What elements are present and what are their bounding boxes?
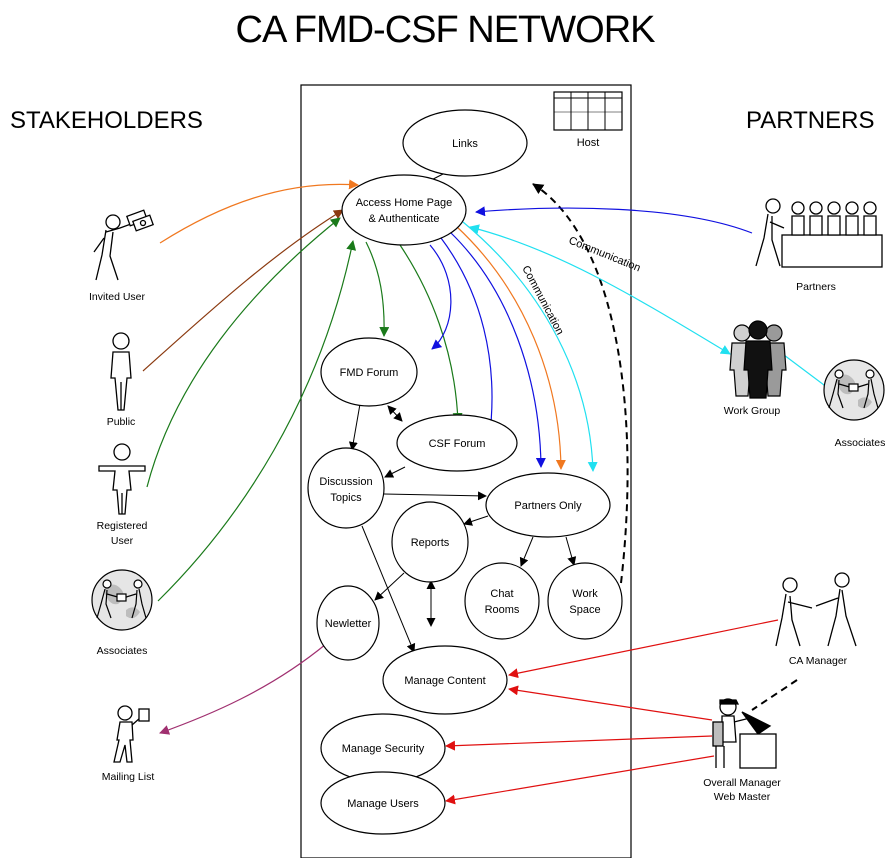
overall-manager-label-line1: Overall Manager xyxy=(703,777,781,789)
discussion-label-line1: Discussion xyxy=(319,476,372,488)
public-label: Public xyxy=(107,416,136,428)
partners-label: Partners xyxy=(796,281,836,293)
work-group-label: Work Group xyxy=(724,405,781,417)
use-case-discussion-topics[interactable]: Discussion Topics xyxy=(307,447,385,529)
mailing-list-label: Mailing List xyxy=(102,771,155,783)
invited-user-label: Invited User xyxy=(89,291,146,303)
manage-content-label: Manage Content xyxy=(404,675,485,687)
registered-user-icon xyxy=(98,443,146,515)
use-case-csf-forum[interactable]: CSF Forum xyxy=(396,414,518,472)
registered-user-label-line1: Registered xyxy=(97,520,148,532)
use-case-access-home-page[interactable]: Access Home Page & Authenticate xyxy=(341,174,467,246)
registered-user-label-line2: User xyxy=(111,535,134,547)
host-label: Host xyxy=(577,137,600,149)
use-case-manage-users[interactable]: Manage Users xyxy=(320,771,446,835)
diagram-title: CA FMD-CSF NETWORK xyxy=(236,9,656,51)
host-boundary xyxy=(300,84,632,858)
communication-label-2: Communication xyxy=(519,264,565,337)
manage-users-label: Manage Users xyxy=(347,798,419,810)
use-case-manage-security[interactable]: Manage Security xyxy=(320,713,446,783)
use-case-newletter[interactable]: Newletter xyxy=(316,585,380,661)
csf-forum-label: CSF Forum xyxy=(429,438,486,450)
manage-security-label: Manage Security xyxy=(342,743,425,755)
associates-left-label: Associates xyxy=(97,645,148,657)
manager-arrows xyxy=(445,619,779,805)
mailing-list-icon xyxy=(113,705,150,763)
ca-manager-dashed-link xyxy=(751,679,798,711)
discussion-label-line2: Topics xyxy=(330,492,362,504)
invited-user-icon xyxy=(93,209,155,281)
stakeholders-heading: STAKEHOLDERS xyxy=(10,107,203,134)
use-case-partners-only[interactable]: Partners Only xyxy=(485,472,611,538)
home-label-line2: & Authenticate xyxy=(369,213,440,225)
ca-manager-handshake-icon xyxy=(775,572,857,647)
chat-label-line2: Rooms xyxy=(485,604,520,616)
reports-label: Reports xyxy=(411,537,450,549)
fmd-forum-label: FMD Forum xyxy=(340,367,399,379)
use-case-reports[interactable]: Reports xyxy=(391,501,469,583)
associates-right-label: Associates xyxy=(835,437,886,449)
use-case-links-label: Links xyxy=(452,138,478,150)
work-group-icon xyxy=(729,320,787,399)
use-case-fmd-forum[interactable]: FMD Forum xyxy=(320,337,418,407)
use-case-chat-rooms[interactable]: Chat Rooms xyxy=(464,562,540,640)
home-label-line1: Access Home Page xyxy=(356,197,453,209)
stakeholder-arrows xyxy=(142,179,359,735)
use-case-manage-content[interactable]: Manage Content xyxy=(382,645,508,715)
associates-right-globe-icon xyxy=(823,359,885,421)
partner-arrows xyxy=(469,206,829,389)
partners-meeting-icon xyxy=(755,198,883,268)
web-master-desk-icon xyxy=(712,698,777,769)
server-icon xyxy=(553,91,623,131)
chat-label-line1: Chat xyxy=(490,588,513,600)
overall-manager-label-line2: Web Master xyxy=(714,791,771,803)
use-case-work-space[interactable]: Work Space xyxy=(547,562,623,640)
partners-heading: PARTNERS xyxy=(746,107,874,134)
work-label-line1: Work xyxy=(572,588,598,600)
newletter-label: Newletter xyxy=(325,618,372,630)
work-label-line2: Space xyxy=(569,604,600,616)
use-case-links[interactable]: Links xyxy=(402,109,528,177)
public-icon xyxy=(110,332,132,411)
ca-manager-label: CA Manager xyxy=(789,655,848,667)
partners-only-label: Partners Only xyxy=(514,500,582,512)
associates-left-globe-icon xyxy=(91,569,153,631)
